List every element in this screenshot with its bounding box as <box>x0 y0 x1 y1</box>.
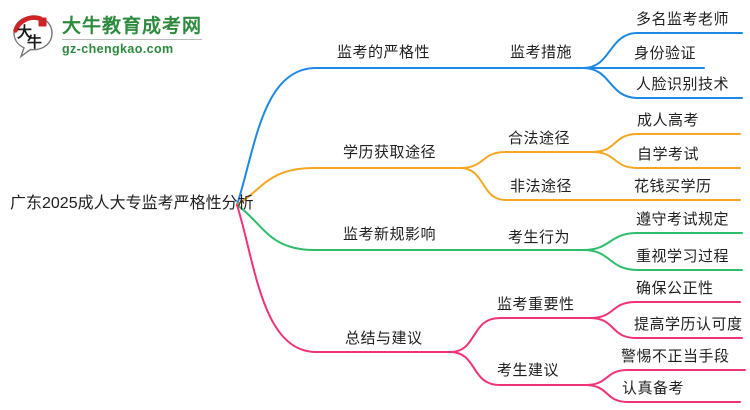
node-follow-exam-rules[interactable]: 遵守考试规定 <box>636 211 730 228</box>
edge-follow-exam-rules <box>582 232 743 251</box>
edge-summary-suggestions <box>236 204 451 353</box>
edge-adult-gaokao <box>591 133 741 153</box>
node-degree-paths[interactable]: 学历获取途径 <box>343 144 437 161</box>
site-name: 大牛教育成考网 <box>62 16 203 37</box>
node-identity-verification[interactable]: 身份验证 <box>634 45 697 62</box>
edge-invigilation-strictness <box>236 67 584 206</box>
edge-improve-recognition <box>589 317 743 339</box>
edge-multiple-invigilators <box>582 32 743 69</box>
edge-illegal-paths-buy-degree <box>459 167 741 201</box>
node-illegal-paths[interactable]: 非法途径 <box>510 178 573 195</box>
node-invigilation-importance[interactable]: 监考重要性 <box>497 296 575 313</box>
edge-beware-improper-means <box>584 369 746 386</box>
node-face-recognition[interactable]: 人脸识别技术 <box>636 76 730 93</box>
edge-self-study-exam <box>591 151 741 169</box>
node-beware-improper-means[interactable]: 警惕不正当手段 <box>621 348 730 365</box>
node-improve-recognition[interactable]: 提高学历认可度 <box>634 316 743 333</box>
ox-speech-bubble-icon: 大 牛 <box>13 15 53 59</box>
logo-divider <box>62 39 203 40</box>
node-root[interactable]: 广东2025成人大专监考严格性分析 <box>10 195 254 212</box>
site-logo: 大 牛 大牛教育成考网 gz-chengkao.com <box>10 12 203 60</box>
logo-text-block: 大牛教育成考网 gz-chengkao.com <box>62 16 203 56</box>
node-invigilation-strictness[interactable]: 监考的严格性 <box>337 44 431 61</box>
node-adult-gaokao[interactable]: 成人高考 <box>637 112 700 129</box>
edge-new-rules-impact <box>236 204 584 251</box>
node-legal-paths[interactable]: 合法途径 <box>508 130 571 147</box>
logo-char-2: 牛 <box>27 33 42 51</box>
edge-degree-paths <box>236 167 461 206</box>
edge-candidate-advice <box>449 351 586 386</box>
node-ensure-fairness[interactable]: 确保公正性 <box>636 280 714 297</box>
edge-prepare-earnestly <box>584 384 741 403</box>
edge-value-learning <box>582 249 743 271</box>
site-url: gz-chengkao.com <box>62 42 174 56</box>
edge-ensure-fairness <box>589 301 741 319</box>
node-self-study-exam[interactable]: 自学考试 <box>637 146 700 163</box>
node-multiple-invigilators[interactable]: 多名监考老师 <box>636 11 730 28</box>
edge-legal-paths <box>459 151 593 169</box>
logo-char-1: 大 <box>17 23 32 41</box>
node-invigilation-measures[interactable]: 监考措施 <box>510 44 573 61</box>
red-seal <box>38 17 47 27</box>
node-value-learning[interactable]: 重视学习过程 <box>636 248 730 265</box>
node-summary-suggestions[interactable]: 总结与建议 <box>345 330 423 347</box>
node-buy-degree[interactable]: 花钱买学历 <box>634 178 712 195</box>
node-prepare-earnestly[interactable]: 认真备考 <box>622 380 685 397</box>
edge-face-recognition <box>582 67 743 99</box>
node-candidate-behavior[interactable]: 考生行为 <box>508 229 571 246</box>
node-new-rules-impact[interactable]: 监考新规影响 <box>343 226 437 243</box>
node-candidate-advice[interactable]: 考生建议 <box>497 362 560 379</box>
edge-invigilation-importance <box>449 317 591 353</box>
